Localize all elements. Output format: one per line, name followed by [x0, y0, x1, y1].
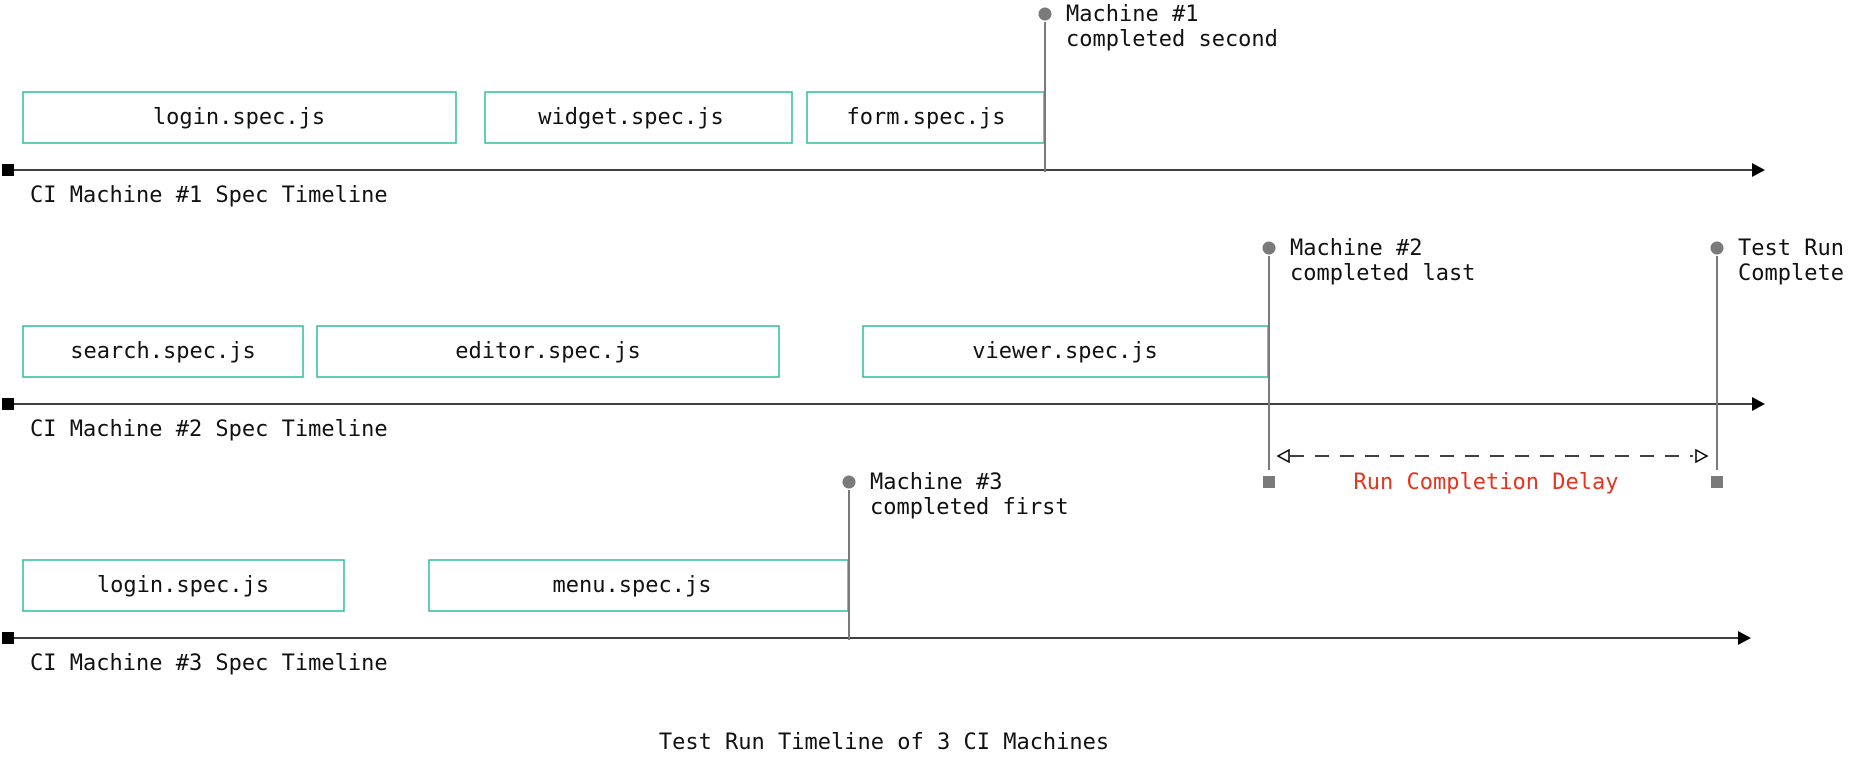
run-complete-marker: Test Run Complete	[1710, 236, 1844, 488]
spec-box	[22, 325, 304, 378]
spec-box	[484, 91, 793, 144]
marker-end-square	[1263, 476, 1275, 488]
run-completion-delay: Run Completion Delay	[1276, 448, 1709, 495]
run-complete-dot	[1710, 241, 1724, 255]
spec-label: viewer.spec.js	[972, 339, 1157, 364]
spec-label: editor.spec.js	[455, 339, 640, 364]
timeline-label: CI Machine #3 Spec Timeline	[30, 651, 388, 676]
timeline-machine-1: login.spec.js widget.spec.js form.spec.j…	[2, 2, 1765, 208]
spec-label: login.spec.js	[97, 573, 269, 598]
completion-marker-dot	[842, 475, 856, 489]
marker-label-line2: completed last	[1290, 261, 1475, 286]
marker-label-line1: Machine #3	[870, 470, 1002, 495]
run-complete-end-square	[1711, 476, 1723, 488]
completion-marker-dot	[1038, 7, 1052, 21]
delay-arrowhead-left	[1276, 448, 1290, 464]
delay-arrowhead-right	[1695, 448, 1709, 464]
spec-label: menu.spec.js	[553, 573, 712, 598]
diagram-title: Test Run Timeline of 3 CI Machines	[659, 730, 1109, 755]
timeline-machine-3: login.spec.js menu.spec.js CI Machine #3…	[2, 470, 1751, 676]
timeline-machine-2: search.spec.js editor.spec.js viewer.spe…	[2, 236, 1765, 488]
delay-label: Run Completion Delay	[1354, 470, 1619, 495]
spec-label: widget.spec.js	[538, 105, 723, 130]
timeline-label: CI Machine #1 Spec Timeline	[30, 183, 388, 208]
spec-box	[22, 559, 345, 612]
run-complete-label-line1: Test Run	[1738, 236, 1844, 261]
marker-label-line1: Machine #2	[1290, 236, 1422, 261]
timeline-start-square	[2, 632, 14, 644]
timeline-arrowhead	[1752, 163, 1765, 177]
spec-label: search.spec.js	[70, 339, 255, 364]
timeline-start-square	[2, 398, 14, 410]
timeline-start-square	[2, 164, 14, 176]
spec-box	[316, 325, 780, 378]
spec-label: form.spec.js	[847, 105, 1006, 130]
marker-label-line2: completed first	[870, 495, 1069, 520]
timeline-label: CI Machine #2 Spec Timeline	[30, 417, 388, 442]
spec-box	[22, 91, 457, 144]
marker-label-line1: Machine #1	[1066, 2, 1198, 27]
timeline-arrowhead	[1738, 631, 1751, 645]
timeline-arrowhead	[1752, 397, 1765, 411]
run-complete-label-line2: Complete	[1738, 261, 1844, 286]
completion-marker-dot	[1262, 241, 1276, 255]
marker-label-line2: completed second	[1066, 27, 1278, 52]
spec-label: login.spec.js	[153, 105, 325, 130]
